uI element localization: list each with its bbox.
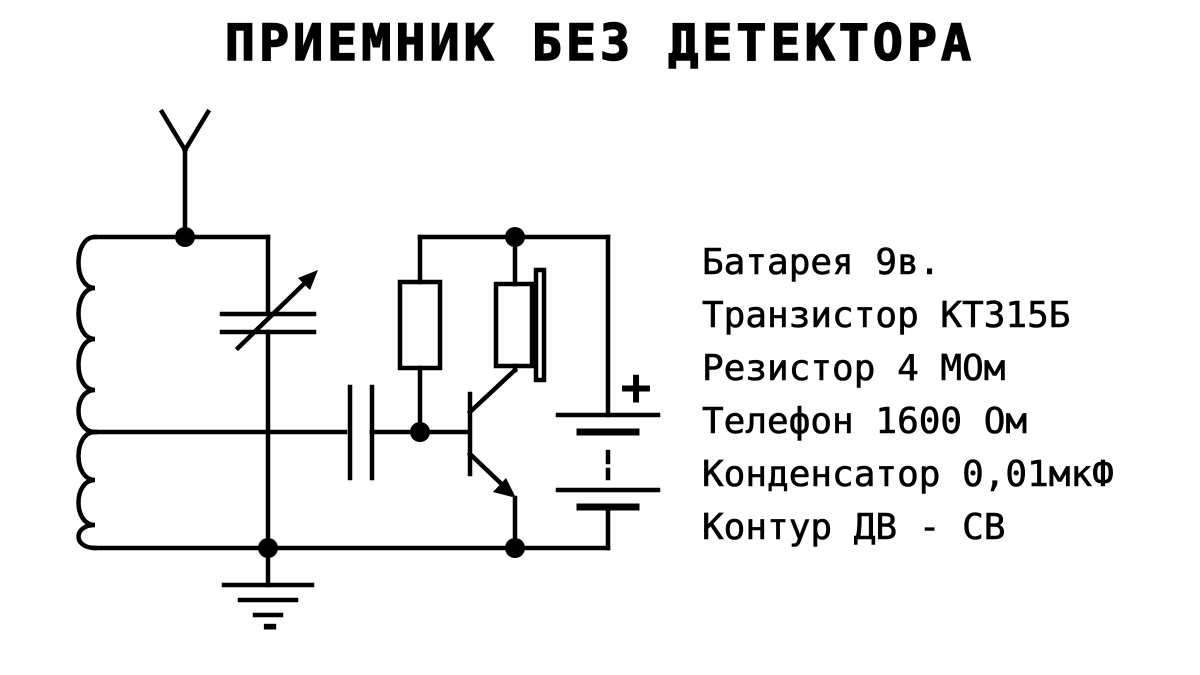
transistor-symbol — [466, 366, 519, 551]
diagram-title: ПРИЕМНИК БЕЗ ДЕТЕКТОРА — [224, 13, 976, 73]
spec-transistor: Транзистор КТ315Б — [702, 295, 1071, 337]
headphone-element — [493, 234, 547, 383]
component-list: Батарея 9в. Транзистор КТ315Б Резистор 4… — [702, 236, 1114, 554]
junction-dots — [175, 227, 525, 558]
junction-dot — [258, 538, 278, 558]
junction-dot — [410, 422, 430, 442]
variable-capacitor — [219, 234, 318, 551]
ground-minus-label: - — [258, 602, 282, 648]
bias-resistor — [397, 234, 443, 435]
spec-telephone: Телефон 1600 Ом — [702, 401, 1028, 443]
spec-capacitor: Конденсатор 0,01мкФ — [702, 454, 1114, 496]
coupling-capacitor — [347, 384, 471, 481]
antenna-symbol — [158, 108, 212, 240]
battery-plus-label: + — [620, 358, 651, 418]
spec-resistor: Резистор 4 МОм — [702, 348, 1006, 390]
battery-symbol — [555, 234, 661, 551]
spec-circuit: Контур ДВ - СВ — [702, 507, 1006, 549]
junction-dot — [175, 227, 195, 247]
inductor-coil — [76, 234, 271, 551]
junction-dot — [505, 538, 525, 558]
spec-battery: Батарея 9в. — [702, 242, 941, 284]
junction-dot — [505, 227, 525, 247]
